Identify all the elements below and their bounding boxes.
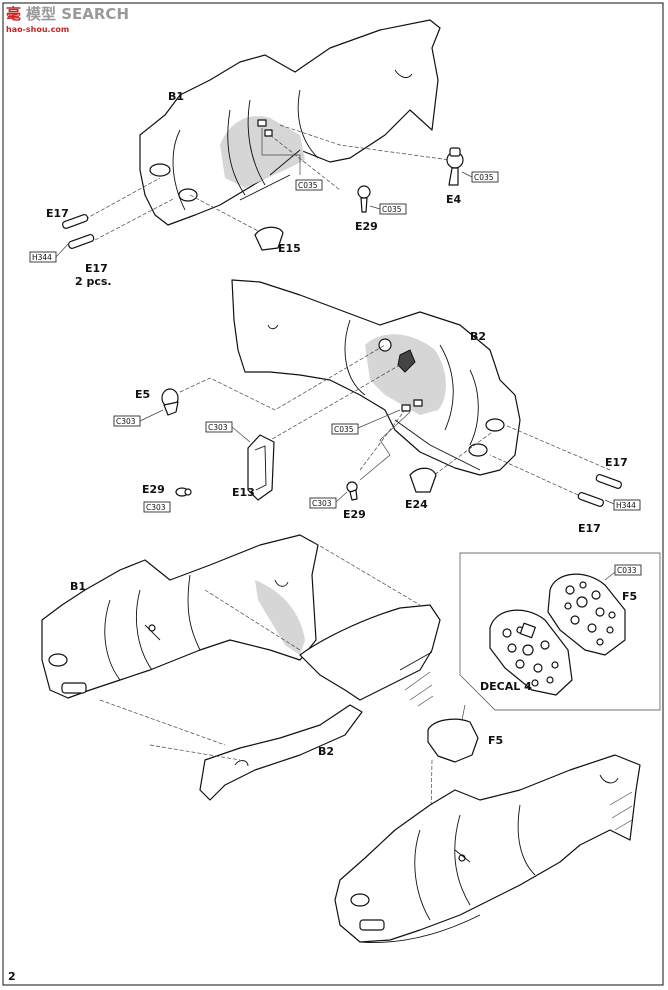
label-e13: E13	[232, 486, 255, 499]
label-e17-a: E17	[46, 207, 69, 220]
step-2-fuselage-b2	[231, 279, 521, 476]
label-e5: E5	[135, 388, 150, 401]
paint-code-c035-b: C035	[369, 203, 407, 215]
svg-text:C303: C303	[312, 499, 332, 508]
part-e15-headrest	[254, 226, 284, 251]
step-4-assembled-fuselage	[334, 754, 641, 943]
svg-text:C035: C035	[334, 425, 354, 434]
part-e17-pin-b	[68, 233, 95, 249]
paint-code-h344: H344	[29, 241, 71, 263]
part-e17-pin-d	[577, 491, 604, 507]
paint-code-c035: C035	[331, 409, 401, 435]
label-e29: E29	[355, 220, 378, 233]
part-e29-bracket	[357, 185, 371, 213]
label-e17-c: E17	[605, 456, 628, 469]
decal-4-sheet	[489, 609, 573, 696]
label-decal-4: DECAL 4	[480, 680, 532, 693]
label-b2: B2	[470, 330, 486, 343]
label-e17-qty: 2 pcs.	[75, 275, 112, 288]
watermark: 毫 模型 SEARCH hao-shou.com	[6, 5, 129, 34]
part-e29-bracket-right	[346, 481, 358, 501]
label-b1: B1	[168, 90, 184, 103]
svg-text:C303: C303	[116, 417, 136, 426]
svg-text:C303: C303	[208, 423, 228, 432]
svg-text:C035: C035	[382, 205, 402, 214]
part-f5-panel	[427, 718, 479, 763]
part-e13-seat	[247, 434, 275, 501]
svg-text:C033: C033	[617, 566, 637, 575]
part-e17-pin-a	[62, 213, 89, 229]
paint-code-c035-c: C035	[461, 171, 499, 183]
watermark-url: hao-shou.com	[6, 25, 69, 34]
paint-code-c303-b: C303	[205, 421, 251, 443]
step-1-fuselage-b1	[139, 19, 441, 226]
instrument-panel-inset: C033 F5 DECAL 4	[459, 552, 661, 711]
part-e5-bracket	[161, 388, 179, 416]
svg-text:H344: H344	[32, 253, 52, 262]
label-f5-inset: F5	[622, 590, 637, 603]
label-e4: E4	[446, 193, 462, 206]
step-1-arrows	[79, 124, 451, 241]
paint-code-h344-b: H344	[604, 499, 641, 511]
paint-code-c303-d: C303	[309, 491, 348, 509]
page-number: 2	[8, 970, 16, 983]
label-e17-d: E17	[578, 522, 601, 535]
step-3-wing-root	[299, 604, 441, 707]
part-e17-pin-c	[595, 473, 622, 489]
paint-code-c033: C033	[604, 564, 642, 581]
label-b2-step3: B2	[318, 745, 334, 758]
svg-text:C303: C303	[146, 503, 166, 512]
step-3-fuselage-b2-half	[199, 704, 363, 801]
step-3-fuselage-b1-half	[41, 534, 319, 699]
svg-text:H344: H344	[616, 501, 636, 510]
svg-text:C035: C035	[474, 173, 494, 182]
label-e29-left: E29	[142, 483, 165, 496]
label-e24: E24	[405, 498, 428, 511]
part-e4-stick	[446, 147, 464, 186]
svg-text:C035: C035	[298, 181, 318, 190]
label-f5: F5	[488, 734, 503, 747]
part-e24-headrest	[409, 467, 437, 493]
watermark-grey-text: 模型 SEARCH	[26, 5, 129, 23]
label-e15: E15	[278, 242, 301, 255]
instrument-panel-f5	[547, 573, 626, 656]
label-e29-right: E29	[343, 508, 366, 521]
label-b1-step3: B1	[70, 580, 86, 593]
label-e17-b: E17	[85, 262, 108, 275]
paint-code-c035-a: C035	[295, 179, 323, 191]
paint-code-c303-c: C303	[143, 501, 171, 513]
step-3-arrows	[99, 539, 421, 761]
part-e29-bracket-left	[175, 487, 192, 497]
watermark-red-text: 毫	[6, 5, 21, 23]
paint-code-c303-a: C303	[113, 409, 164, 427]
